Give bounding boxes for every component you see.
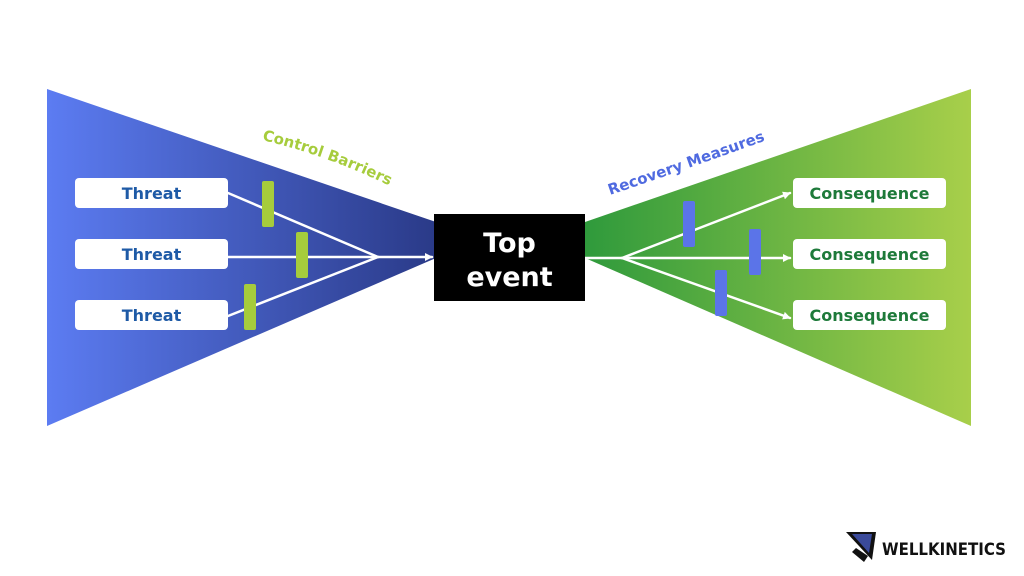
consequence-label: Consequence: [810, 184, 930, 203]
wellkinetics-logo: WELLKINETICS: [846, 532, 1006, 562]
control-barriers: [244, 181, 308, 330]
recovery-measures: [683, 201, 761, 316]
top-event-line-2: event: [466, 262, 552, 293]
threat-label: Threat: [122, 306, 182, 325]
wellkinetics-logo-icon: [846, 532, 876, 562]
top-event-box: Top event: [434, 214, 585, 301]
recovery-measure-2: [749, 229, 761, 275]
consequence-box-2: Consequence: [793, 239, 946, 269]
control-barrier-1: [262, 181, 274, 227]
consequence-connectors: [583, 191, 792, 320]
consequence-label: Consequence: [810, 306, 930, 325]
control-barrier-2: [296, 232, 308, 278]
brand-name: WELLKINETICS: [882, 540, 1006, 560]
consequence-box-3: Consequence: [793, 300, 946, 330]
threat-label: Threat: [122, 245, 182, 264]
consequence-box-1: Consequence: [793, 178, 946, 208]
threat-box-2: Threat: [75, 239, 228, 269]
top-event-line-1: Top: [483, 228, 536, 259]
consequence-label: Consequence: [810, 245, 930, 264]
threat-box-3: Threat: [75, 300, 228, 330]
threat-label: Threat: [122, 184, 182, 203]
threat-box-1: Threat: [75, 178, 228, 208]
recovery-measure-1: [683, 201, 695, 247]
control-barrier-3: [244, 284, 256, 330]
recovery-measure-3: [715, 270, 727, 316]
